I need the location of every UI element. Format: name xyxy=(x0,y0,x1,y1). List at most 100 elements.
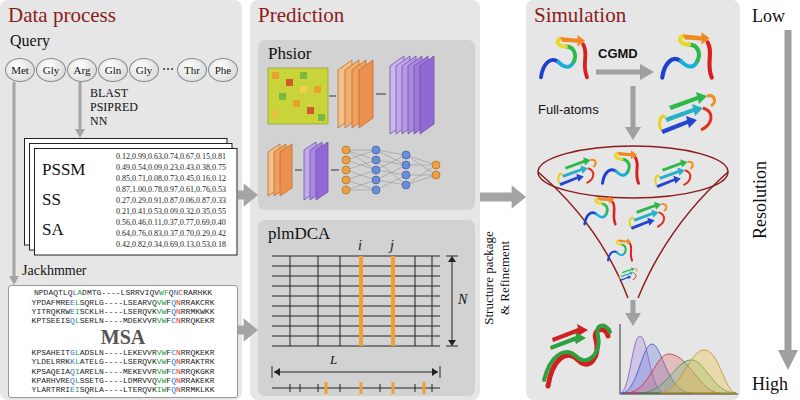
line-part xyxy=(326,382,424,394)
residue-letter: G xyxy=(99,298,104,307)
line-part xyxy=(376,94,386,95)
residue-letter: - xyxy=(109,307,114,316)
residue-letter: K xyxy=(133,348,138,357)
residue-letter: A xyxy=(41,376,46,385)
line-part xyxy=(272,384,440,392)
residue-letter: M xyxy=(87,288,92,297)
arrow-shaft xyxy=(79,82,82,130)
shape-part xyxy=(396,56,410,134)
residue-letter: L xyxy=(94,367,99,376)
residue-letter: R xyxy=(137,385,142,394)
residue-letter: L xyxy=(36,357,41,366)
line-part xyxy=(406,155,436,185)
residue-letter: - xyxy=(113,316,118,325)
residue-letter: K xyxy=(195,385,200,394)
residue-letter: Q xyxy=(171,357,176,366)
text-holder: 0.56,0.46,0.11,0.37,0.77,0.69,0.40 xyxy=(116,217,226,228)
residue-letter: N xyxy=(176,316,181,325)
residue-letter: K xyxy=(137,316,142,325)
residue-letter: E xyxy=(137,367,142,376)
residue-letter: A xyxy=(188,288,193,297)
residue-letter: F xyxy=(166,298,171,307)
residue-letter: N xyxy=(99,367,104,376)
residue-letter: N xyxy=(176,348,181,357)
residue-letter: P xyxy=(36,316,41,325)
residue-letter: Q xyxy=(190,348,195,357)
residue-name: Gly xyxy=(136,64,153,76)
alignment-box: NPDAQTLQLADMTG----LSRRVIQVWFQNCRARHKKYPD… xyxy=(8,285,238,398)
flow-arrow xyxy=(9,82,19,285)
residue-letter: - xyxy=(104,357,109,366)
residue-letter: R xyxy=(210,367,215,376)
residue-letter: K xyxy=(210,357,215,366)
residue-letter: - xyxy=(109,357,114,366)
residue-letter: Y xyxy=(32,385,37,394)
matrix-row: 0.12,0.99,0.63,0.74,0.67,0.15,0.81 xyxy=(116,151,226,162)
residue-letter: L xyxy=(94,357,99,366)
arrow-head xyxy=(244,183,258,206)
shape-part xyxy=(640,64,654,80)
residue-letter: - xyxy=(104,298,109,307)
residue-letter: K xyxy=(205,307,210,316)
sequence-row: KPARHVREQLSSETG----LDMRVVQVWFQNRRAKEKR xyxy=(32,376,215,385)
text-holder: plmDCA xyxy=(268,224,330,244)
residue-letter: F xyxy=(164,288,169,297)
residue-letter: V xyxy=(157,298,162,307)
residue-letter: L xyxy=(75,316,80,325)
line-part xyxy=(626,354,720,393)
cell-part xyxy=(293,100,300,107)
residue-letter: E xyxy=(70,385,75,394)
dimension-symbol: N xyxy=(458,292,467,308)
residue-letter: E xyxy=(128,348,133,357)
residue-letter: - xyxy=(104,348,109,357)
text-holder: Data process xyxy=(8,3,116,28)
residue-letter: - xyxy=(109,367,114,376)
shape-group xyxy=(346,150,436,190)
network-node xyxy=(402,171,410,179)
residue-letter: S xyxy=(80,376,85,385)
text-holder: 0.27,0.29,0.91,0.87,0.06,0.87,0.33 xyxy=(116,195,226,206)
residue-letter: I xyxy=(75,307,80,316)
line-part xyxy=(785,30,792,352)
residue-letter: F xyxy=(166,385,171,394)
cell-part xyxy=(300,86,307,93)
sequence-row: YLDELRRKKLATELG----LSERQVKVWFQNRRAKTRK xyxy=(32,357,215,366)
residue-letter: W xyxy=(162,348,167,357)
text-holder: Prediction xyxy=(258,3,344,28)
residue-letter: - xyxy=(113,298,118,307)
residue-letter: - xyxy=(118,316,123,325)
residue-letter: N xyxy=(176,307,181,316)
residue-letter: - xyxy=(113,307,118,316)
residue-letter: R xyxy=(46,376,51,385)
residue-letter: - xyxy=(104,385,109,394)
residue-letter: R xyxy=(89,316,94,325)
residue-letter: E xyxy=(200,348,205,357)
residue-letter: R xyxy=(60,376,65,385)
residue-letter: R xyxy=(60,357,65,366)
card-sheet xyxy=(35,149,238,256)
line-part xyxy=(446,256,458,346)
residue-letter: N xyxy=(176,385,181,394)
protein-structure xyxy=(619,267,637,281)
residue-letter: D xyxy=(85,348,90,357)
residue-letter: R xyxy=(60,307,65,316)
text-holder: 0.49,0.54,0.09,0.23,0.43,0.38,0.75 xyxy=(116,162,226,173)
residue-letter: R xyxy=(186,357,191,366)
residue-letter: K xyxy=(32,316,37,325)
residue-letter: Q xyxy=(171,298,176,307)
residue-letter: V xyxy=(147,367,152,376)
arrow-shaft xyxy=(13,82,16,277)
residue-letter: T xyxy=(85,357,90,366)
shape-group xyxy=(342,146,440,194)
line-part xyxy=(376,150,406,190)
residue-name: Arg xyxy=(74,64,91,76)
residue-letter: N xyxy=(176,298,181,307)
funnel-rim xyxy=(538,146,728,198)
residue-letter: V xyxy=(147,376,152,385)
residue-letter: Q xyxy=(142,307,147,316)
line-part xyxy=(660,350,736,393)
residue-letter: K xyxy=(205,385,210,394)
residue-letter: A xyxy=(41,385,46,394)
alignment-title: MSA xyxy=(101,326,145,348)
